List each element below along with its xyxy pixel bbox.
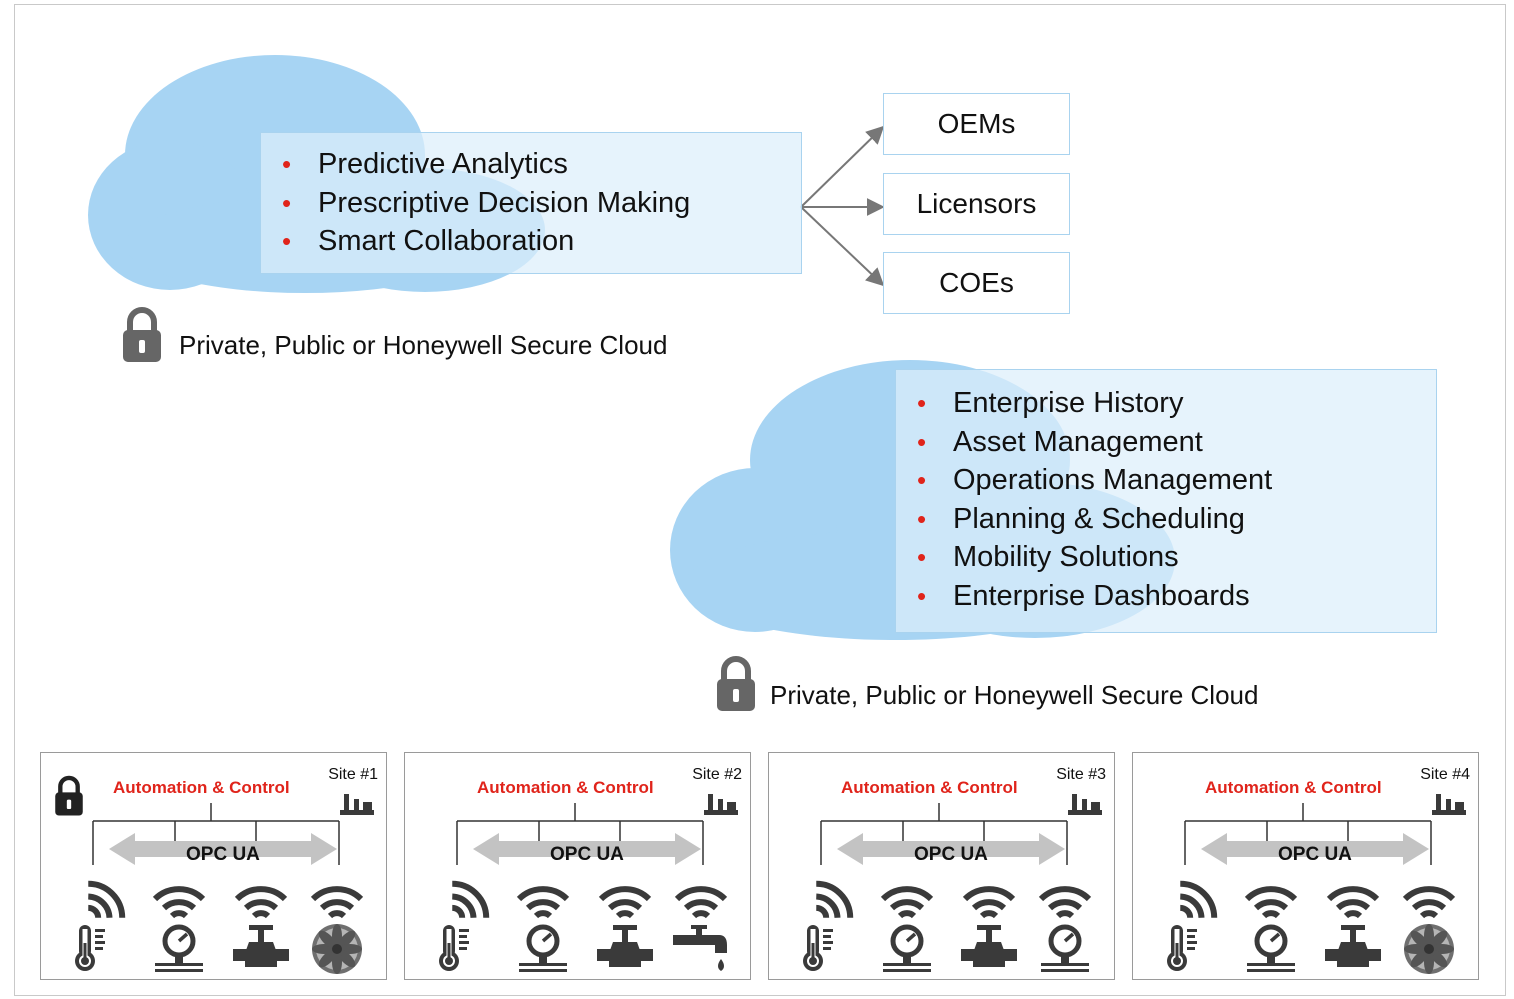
bullet-item: Asset Management <box>917 423 1436 462</box>
target-box-licensors: Licensors <box>883 173 1070 235</box>
opc-ua-bus <box>820 803 1068 865</box>
wifi-icon <box>880 886 934 919</box>
target-box-oems: OEMs <box>883 93 1070 155</box>
pressure-gauge-icon <box>155 924 203 972</box>
pressure-gauge-icon <box>519 924 567 972</box>
connector-arrows <box>800 125 885 287</box>
site-label: Site #3 <box>1056 766 1106 783</box>
factory-icon <box>1068 794 1102 815</box>
lock-icon <box>55 775 83 816</box>
bullet-item: Enterprise Dashboards <box>917 577 1436 616</box>
opc-ua-label: OPC UA <box>186 844 260 865</box>
wifi-icon <box>815 880 854 919</box>
faucet-icon <box>673 925 727 971</box>
opc-ua-bus <box>92 803 340 865</box>
site-panel: Automation & Control Site #4 OPC UA <box>1132 752 1479 980</box>
opc-ua-label: OPC UA <box>1278 844 1352 865</box>
thermometer-icon <box>803 925 833 971</box>
wifi-icon <box>451 880 490 919</box>
site-panel: Automation & Control Site #1 OPC UA <box>40 752 387 980</box>
site-panel: Automation & Control Site #2 OPC UA <box>404 752 751 980</box>
opc-ua-bus <box>1184 803 1432 865</box>
wifi-icon <box>516 886 570 919</box>
bullet-item: Planning & Scheduling <box>917 500 1436 539</box>
bullet-item: Smart Collaboration <box>282 222 801 261</box>
site-label: Site #1 <box>328 766 378 783</box>
wifi-icon <box>87 880 126 919</box>
enterprise-box: Enterprise History Asset Management Oper… <box>895 369 1437 633</box>
factory-icon <box>704 794 738 815</box>
fan-icon <box>1404 924 1454 974</box>
cloud-caption: Private, Public or Honeywell Secure Clou… <box>770 680 1259 710</box>
thermometer-icon <box>439 925 469 971</box>
thermometer-icon <box>75 925 105 971</box>
diagram-canvas: Predictive Analytics Prescriptive Decisi… <box>14 4 1506 996</box>
opc-ua-label: OPC UA <box>914 844 988 865</box>
site-label: Site #2 <box>692 766 742 783</box>
wifi-icon <box>1038 886 1092 919</box>
bullet-item: Enterprise History <box>917 384 1436 423</box>
lock-icon <box>123 307 161 362</box>
factory-icon <box>1432 794 1466 815</box>
factory-icon <box>340 794 374 815</box>
valve-icon <box>961 925 1017 967</box>
wifi-icon <box>674 886 728 919</box>
cloud-caption: Private, Public or Honeywell Secure Clou… <box>179 330 668 360</box>
wifi-icon <box>310 886 364 919</box>
wifi-icon <box>152 886 206 919</box>
wifi-icon <box>598 886 652 919</box>
bullet-item: Mobility Solutions <box>917 538 1436 577</box>
wifi-icon <box>1179 880 1218 919</box>
bullet-item: Prescriptive Decision Making <box>282 184 801 223</box>
valve-icon <box>233 925 289 967</box>
thermometer-icon <box>1167 925 1197 971</box>
target-box-coes: COEs <box>883 252 1070 314</box>
pressure-gauge-icon <box>1041 924 1089 972</box>
site-panel: Automation & Control Site #3 OPC UA <box>768 752 1115 980</box>
wifi-icon <box>1326 886 1380 919</box>
opc-ua-label: OPC UA <box>550 844 624 865</box>
pressure-gauge-icon <box>1247 924 1295 972</box>
lock-icon <box>717 656 755 711</box>
automation-control-label: Automation & Control <box>477 778 654 797</box>
wifi-icon <box>234 886 288 919</box>
wifi-icon <box>1402 886 1456 919</box>
bullet-item: Operations Management <box>917 461 1436 500</box>
automation-control-label: Automation & Control <box>841 778 1018 797</box>
automation-control-label: Automation & Control <box>113 778 290 797</box>
bullet-item: Predictive Analytics <box>282 145 801 184</box>
wifi-icon <box>1244 886 1298 919</box>
opc-ua-bus <box>456 803 704 865</box>
site-label: Site #4 <box>1420 766 1470 783</box>
valve-icon <box>1325 925 1381 967</box>
automation-control-label: Automation & Control <box>1205 778 1382 797</box>
analytics-box: Predictive Analytics Prescriptive Decisi… <box>260 132 802 274</box>
pressure-gauge-icon <box>883 924 931 972</box>
fan-icon <box>312 924 362 974</box>
valve-icon <box>597 925 653 967</box>
wifi-icon <box>962 886 1016 919</box>
